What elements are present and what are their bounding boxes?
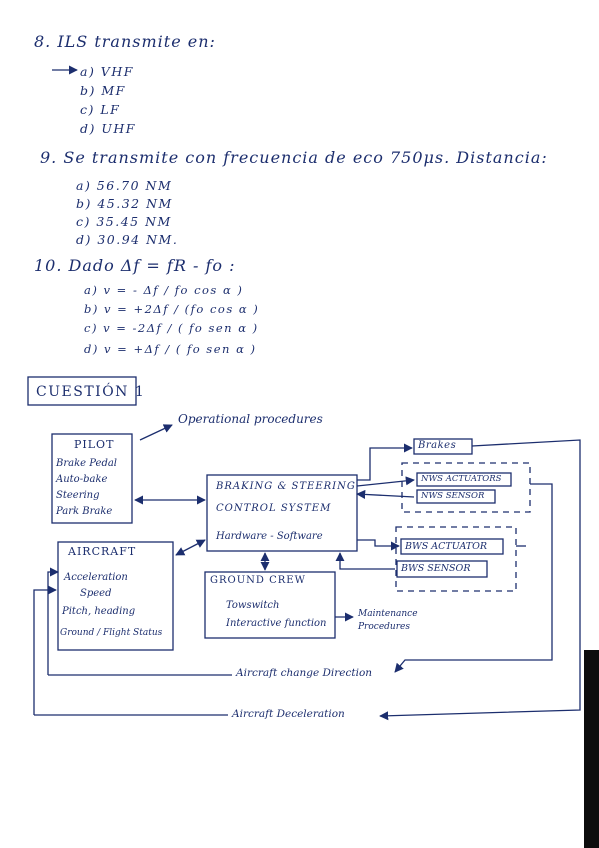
nws-group	[401, 462, 531, 513]
brakes-box	[413, 438, 473, 455]
aircraft-line-2: Speed	[80, 588, 112, 599]
nws-actuators-box	[416, 472, 512, 487]
maintenance-line-2: Procedures	[358, 622, 410, 632]
bws-group	[395, 526, 517, 592]
deceleration-label: Aircraft Deceleration	[232, 708, 345, 720]
aircraft-box	[57, 541, 174, 651]
brakes-label: Brakes	[418, 440, 457, 451]
ground-crew-box	[204, 571, 336, 639]
nws-actuators-label: NWS ACTUATORS	[421, 474, 502, 484]
ground-crew-title: GROUND CREW	[210, 575, 306, 586]
bscs-line-1: BRAKING & STEERING	[216, 481, 356, 492]
q10-option-b: b) v = +2Δf / (fo cos α )	[84, 302, 260, 316]
aircraft-line-3: Pitch, heading	[62, 606, 136, 617]
bws-actuator-box	[400, 538, 504, 555]
nws-sensor-label: NWS SENSOR	[421, 491, 485, 501]
aircraft-line-1: Acceleration	[64, 572, 128, 583]
q8-option-b: b) MF	[80, 83, 126, 98]
bscs-line-2: CONTROL SYSTEM	[216, 503, 332, 514]
q10-option-a: a) v = - Δf / fo cos α )	[84, 283, 244, 297]
q9-option-b: b) 45.32 NM	[76, 196, 173, 211]
bscs-box	[206, 474, 358, 552]
q8-option-d: d) UHF	[80, 121, 136, 136]
q9-option-a: a) 56.70 NM	[76, 178, 173, 193]
q9-option-c: c) 35.45 NM	[76, 214, 172, 229]
aircraft-title: AIRCRAFT	[68, 545, 137, 558]
operational-procedures-label: Operational procedures	[178, 412, 323, 426]
pilot-line-3: Steering	[56, 490, 100, 501]
q10-option-d: d) v = +Δf / ( fo sen α )	[84, 342, 257, 356]
question-9: 9. Se transmite con frecuencia de eco 75…	[40, 148, 548, 167]
q9-option-d: d) 30.94 NM.	[76, 232, 179, 247]
ground-line-2: Interactive function	[226, 618, 327, 629]
section-title: CUESTIÓN 1	[36, 384, 146, 400]
nws-sensor-box	[416, 489, 496, 504]
bscs-line-3: Hardware - Software	[216, 531, 323, 542]
direction-label: Aircraft change Direction	[236, 667, 373, 679]
aircraft-line-4: Ground / Flight Status	[60, 628, 163, 638]
pilot-line-2: Auto-bake	[56, 474, 108, 485]
pilot-line-1: Brake Pedal	[56, 458, 118, 469]
bws-sensor-label: BWS SENSOR	[401, 563, 471, 574]
maintenance-line-1: Maintenance	[358, 609, 418, 619]
page-edge-shadow	[584, 650, 599, 848]
section-title-box	[27, 376, 137, 406]
q10-option-c: c) v = -2Δf / ( fo sen α )	[84, 321, 259, 335]
pilot-line-4: Park Brake	[56, 506, 113, 517]
q8-option-c: c) LF	[80, 102, 121, 117]
ground-line-1: Towswitch	[226, 600, 280, 611]
question-8: 8. ILS transmite en:	[34, 32, 216, 51]
question-10: 10. Dado Δf = fR - fo :	[34, 256, 236, 275]
pilot-title: PILOT	[74, 438, 115, 451]
bws-sensor-box	[396, 560, 488, 578]
pilot-box	[51, 433, 133, 524]
bws-actuator-label: BWS ACTUATOR	[405, 541, 488, 552]
q8-option-a: a) VHF	[80, 64, 134, 79]
